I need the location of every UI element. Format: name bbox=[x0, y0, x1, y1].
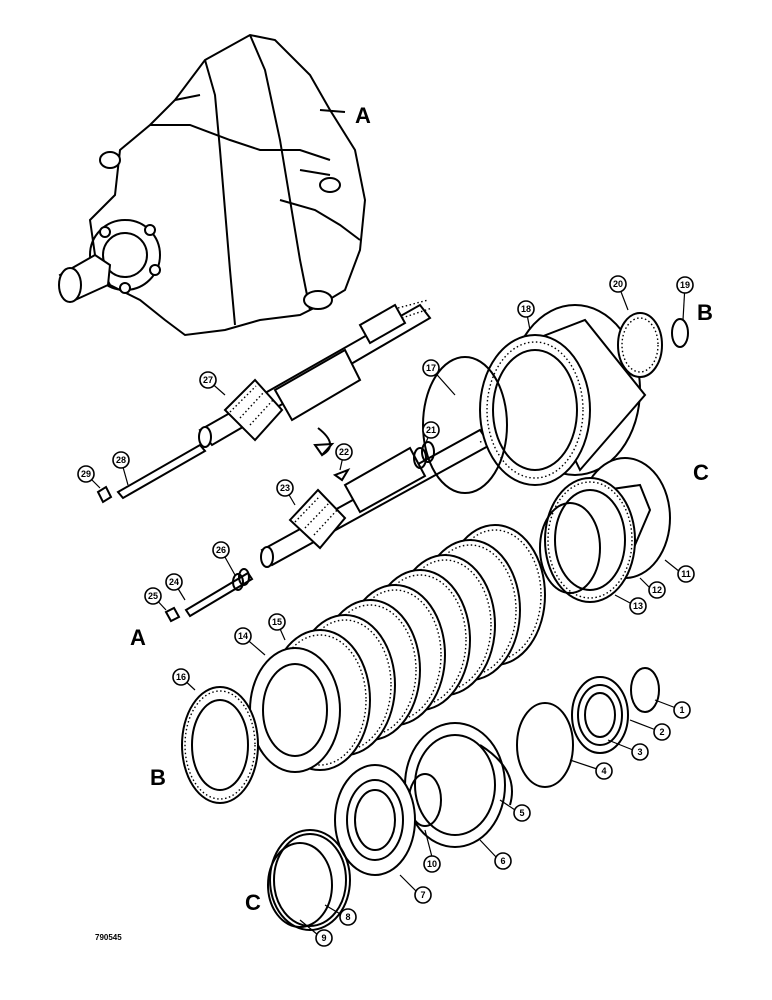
callout-26: 26 bbox=[212, 541, 230, 559]
callout-7: 7 bbox=[414, 886, 432, 904]
callout-18: 18 bbox=[517, 300, 535, 318]
callout-17: 17 bbox=[422, 359, 440, 377]
svg-text:2: 2 bbox=[659, 727, 664, 737]
svg-text:25: 25 bbox=[148, 591, 158, 601]
callout-24: 24 bbox=[165, 573, 183, 591]
toothed-ring bbox=[181, 686, 259, 804]
svg-text:9: 9 bbox=[321, 933, 326, 943]
svg-text:3: 3 bbox=[637, 747, 642, 757]
svg-text:10: 10 bbox=[427, 859, 437, 869]
callout-27: 27 bbox=[199, 371, 217, 389]
svg-text:8: 8 bbox=[345, 912, 350, 922]
callout-21: 21 bbox=[422, 421, 440, 439]
callout-15: 15 bbox=[268, 613, 286, 631]
callout-6: 6 bbox=[494, 852, 512, 870]
input-shaft bbox=[198, 299, 433, 448]
svg-text:1: 1 bbox=[679, 705, 684, 715]
reaction-plates bbox=[539, 457, 671, 603]
callout-3: 3 bbox=[631, 743, 649, 761]
svg-text:23: 23 bbox=[280, 483, 290, 493]
callout-25: 25 bbox=[144, 587, 162, 605]
callout-22: 22 bbox=[335, 443, 353, 461]
clutch-disc-stack bbox=[249, 524, 546, 773]
callout-23: 23 bbox=[276, 479, 294, 497]
svg-text:15: 15 bbox=[272, 617, 282, 627]
svg-text:16: 16 bbox=[176, 672, 186, 682]
figure-code: 790545 bbox=[95, 933, 122, 942]
callout-11: 11 bbox=[677, 565, 695, 583]
callout-29: 29 bbox=[77, 465, 95, 483]
svg-text:6: 6 bbox=[500, 856, 505, 866]
assembly-letter-a-left: A bbox=[130, 625, 146, 650]
callout-28: 28 bbox=[112, 451, 130, 469]
callout-5: 5 bbox=[513, 804, 531, 822]
callout-19: 19 bbox=[676, 276, 694, 294]
assembly-letter-c-bottom: C bbox=[245, 890, 261, 915]
assembly-letter-c-right: C bbox=[693, 460, 709, 485]
svg-text:22: 22 bbox=[339, 447, 349, 457]
ring-gear-assembly bbox=[422, 304, 689, 494]
callout-8: 8 bbox=[339, 908, 357, 926]
svg-text:19: 19 bbox=[680, 280, 690, 290]
callout-10: 10 bbox=[423, 855, 441, 873]
svg-text:7: 7 bbox=[420, 890, 425, 900]
svg-text:27: 27 bbox=[203, 375, 213, 385]
callout-1: 1 bbox=[673, 701, 691, 719]
callout-20: 20 bbox=[609, 275, 627, 293]
transmission-housing bbox=[58, 33, 367, 337]
svg-text:12: 12 bbox=[652, 585, 662, 595]
svg-text:29: 29 bbox=[81, 469, 91, 479]
assembly-letter-b-left: B bbox=[150, 765, 166, 790]
callout-14: 14 bbox=[234, 627, 252, 645]
callout-16: 16 bbox=[172, 668, 190, 686]
svg-text:5: 5 bbox=[519, 808, 524, 818]
svg-text:17: 17 bbox=[426, 363, 436, 373]
svg-text:18: 18 bbox=[521, 304, 531, 314]
svg-text:28: 28 bbox=[116, 455, 126, 465]
callout-13: 13 bbox=[629, 597, 647, 615]
svg-text:11: 11 bbox=[681, 569, 691, 579]
svg-text:26: 26 bbox=[216, 545, 226, 555]
callout-2: 2 bbox=[653, 723, 671, 741]
svg-text:21: 21 bbox=[426, 425, 436, 435]
svg-text:24: 24 bbox=[169, 577, 179, 587]
svg-text:14: 14 bbox=[238, 631, 248, 641]
svg-text:20: 20 bbox=[613, 279, 623, 289]
assembly-letter-a-top: A bbox=[355, 103, 371, 128]
small-parts bbox=[96, 441, 435, 623]
svg-text:13: 13 bbox=[633, 601, 643, 611]
callout-4: 4 bbox=[595, 762, 613, 780]
callout-12: 12 bbox=[648, 581, 666, 599]
output-shaft bbox=[260, 424, 505, 568]
callout-9: 9 bbox=[315, 929, 333, 947]
svg-text:4: 4 bbox=[601, 766, 606, 776]
piston-and-seals bbox=[267, 667, 660, 931]
assembly-letter-b-top: B bbox=[697, 300, 713, 325]
